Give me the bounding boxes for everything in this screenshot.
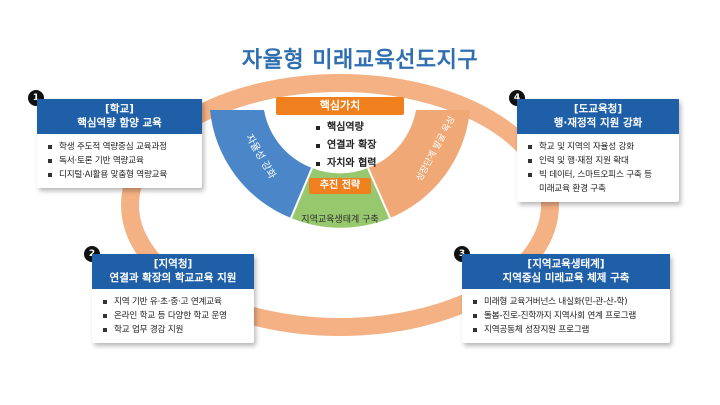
card-header: [지역청] 연결과 확장의 학교교육 지원 bbox=[92, 254, 254, 289]
page-title: 자율형 미래교육선도지구 bbox=[241, 48, 479, 73]
card-ecosystem: [지역교육생태계] 지역중심 미래교육 체제 구축 미래형 교육거버넌스 내실화… bbox=[462, 254, 670, 343]
list-item: 돌봄-진로-진학까지 지역사회 연계 프로그램 bbox=[473, 309, 664, 323]
list-item: 독서·토론 기반 역량교육 bbox=[48, 154, 196, 168]
connecting-ring bbox=[121, 74, 559, 336]
list-item: 빅 데이터, 스마트오피스 구축 등 bbox=[528, 168, 673, 182]
core-value: 자치와 협력 bbox=[316, 155, 376, 173]
list-item: 미래형 교육거버넌스 내실화(민-관-산-학) bbox=[473, 295, 664, 309]
card-provincial-office: [도교육청] 행·재정적 지원 강화 학교 및 지역의 자율성 강화 인력 및 … bbox=[517, 99, 679, 202]
card-district-office: [지역청] 연결과 확장의 학교교육 지원 지역 기반 유·초·중·고 연계교육… bbox=[92, 254, 254, 343]
list-item: 지역공동체 성장지원 프로그램 bbox=[473, 323, 664, 337]
card-items: 미래형 교육거버넌스 내실화(민-관-산-학) 돌봄-진로-진학까지 지역사회 … bbox=[462, 289, 670, 343]
list-item: 온라인 학교 등 다양한 학교 운영 bbox=[103, 309, 248, 323]
segment-growth bbox=[368, 110, 470, 218]
card-header: [학교] 핵심역량 함양 교육 bbox=[37, 99, 202, 134]
card-subheading: 지역중심 미래교육 체제 구축 bbox=[502, 272, 630, 284]
card-heading: [지역교육생태계] bbox=[527, 258, 605, 270]
core-value: 연결과 확장 bbox=[316, 137, 376, 155]
card-heading: [지역청] bbox=[153, 258, 193, 270]
card-subheading: 핵심역량 함양 교육 bbox=[77, 117, 162, 129]
list-item: 인력 및 행·재정 지원 확대 bbox=[528, 154, 673, 168]
list-item: 미래교육 환경 구축 bbox=[539, 184, 606, 194]
card-header: [도교육청] 행·재정적 지원 강화 bbox=[517, 99, 679, 134]
segment-ecosystem-label: 지역교육생태계 구축 bbox=[301, 213, 378, 225]
core-values-header: 핵심가치 bbox=[276, 97, 404, 115]
list-item: 디지털·AI활용 맞춤형 역량교육 bbox=[48, 168, 196, 182]
card-header: [지역교육생태계] 지역중심 미래교육 체제 구축 bbox=[462, 254, 670, 289]
card-subheading: 연결과 확장의 학교교육 지원 bbox=[109, 272, 237, 284]
card-items: 학교 및 지역의 자율성 강화 인력 및 행·재정 지원 확대 빅 데이터, 스… bbox=[517, 134, 679, 202]
card-items: 지역 기반 유·초·중·고 연계교육 온라인 학교 등 다양한 학교 운영 학교… bbox=[92, 289, 254, 343]
core-values-list: 핵심역량 연결과 확장 자치와 협력 bbox=[316, 119, 376, 173]
list-item: 지역 기반 유·초·중·고 연계교육 bbox=[103, 295, 248, 309]
core-value: 핵심역량 bbox=[316, 119, 376, 137]
card-heading: [도교육청] bbox=[573, 103, 623, 115]
card-school: [학교] 핵심역량 함양 교육 학생 주도적 역량중심 교육과정 독서·토론 기… bbox=[37, 99, 202, 188]
segment-autonomy bbox=[210, 110, 312, 218]
list-item: 학교 및 지역의 자율성 강화 bbox=[528, 140, 673, 154]
card-heading: [학교] bbox=[105, 103, 134, 115]
strategy-label: 추진 전략 bbox=[309, 178, 371, 194]
card-subheading: 행·재정적 지원 강화 bbox=[553, 117, 643, 129]
card-items: 학생 주도적 역량중심 교육과정 독서·토론 기반 역량교육 디지털·AI활용 … bbox=[37, 134, 202, 188]
list-item: 학생 주도적 역량중심 교육과정 bbox=[48, 140, 196, 154]
list-item: 학교 업무 경감 지원 bbox=[103, 323, 248, 337]
